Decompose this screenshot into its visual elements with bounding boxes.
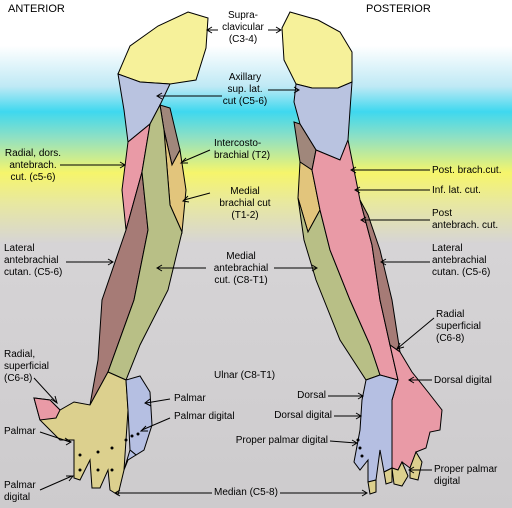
posterior-fingertips-median (391, 460, 409, 487)
label-supraclavicular: Supra-clavicular(C3-4) (222, 10, 264, 45)
leader-arrows (33, 26, 435, 497)
label-dorsal-digital-right: Dorsal digital (434, 375, 492, 386)
posterior-finger-dots (356, 438, 364, 458)
anterior-heading: ANTERIOR (8, 3, 65, 15)
label-radial-superficial-left: Radial,superficial(C6-8) (4, 349, 50, 384)
label-palmar-hand: Palmar (174, 393, 206, 404)
posterior-arm (281, 11, 443, 495)
label-dorsal: Dorsal (297, 390, 326, 401)
anterior-finger-dots (78, 432, 140, 472)
anterior-medial-antebrachial (107, 103, 183, 381)
label-palmar-digital-hand: Palmar digital (174, 411, 235, 422)
label-median: Median (C5-8) (214, 487, 278, 498)
label-radial-dors-antebrach: Radial, dors.antebrach.cut. (c5-6) (4, 148, 62, 183)
label-intercostobrachial: Intercosto-brachial (T2) (214, 138, 271, 161)
label-proper-palmar-digital-mid: Proper palmar digital (235, 435, 328, 446)
label-post-brach-cut: Post. brach.cut. (432, 165, 502, 176)
anterior-arm (33, 11, 209, 496)
label-dorsal-digital-mid: Dorsal digital (274, 410, 332, 421)
label-ulnar: Ulnar (C8-T1) (214, 370, 276, 381)
posterior-heading: POSTERIOR (366, 3, 431, 15)
label-inf-lat-cut: Inf. lat. cut. (432, 185, 481, 196)
label-palmar-left: Palmar (4, 426, 36, 437)
anterior-thumb-radial (33, 397, 61, 421)
